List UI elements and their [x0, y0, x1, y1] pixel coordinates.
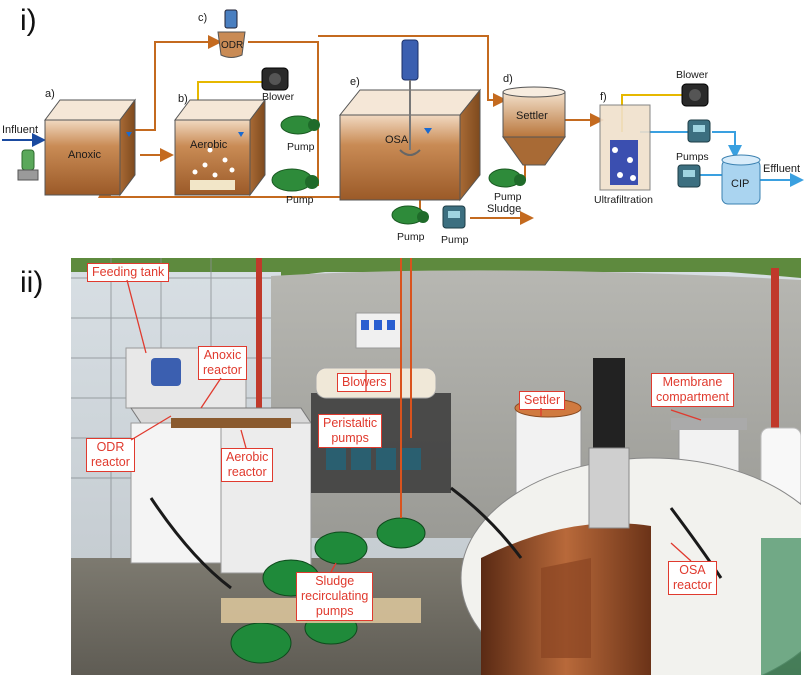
- odr-reactor-line-1: ODR: [96, 440, 125, 454]
- dosing-pump-icon: [442, 205, 466, 229]
- dosing-pump-icon: [677, 164, 701, 188]
- pumps-label: Pumps: [676, 151, 709, 163]
- peristaltic-pumps-line-2: pumps: [331, 431, 369, 445]
- aerobic-reactor-line-2: reactor: [227, 465, 267, 479]
- odr-reactor-label: ODR reactor: [86, 438, 135, 472]
- ultrafiltration-unit: [599, 104, 651, 191]
- feeding-tank-label: Feeding tank: [87, 263, 170, 282]
- membrane-compartment-line-1: Membrane: [662, 375, 723, 389]
- osa-reactor-line-1: OSA: [679, 563, 706, 577]
- step-label-f: f): [600, 91, 607, 103]
- step-label-d: d): [503, 73, 513, 85]
- sludge-label: Sludge: [487, 203, 521, 215]
- odr-vessel: [217, 9, 246, 58]
- plant-photo-illustration: [71, 258, 801, 675]
- sludge-pumps-line-2: recirculating: [301, 589, 369, 603]
- effluent-label: Effluent: [763, 163, 800, 175]
- blowers-label: Blowers: [337, 373, 392, 392]
- process-diagram: a) b) c) d) e) f) Anoxic Aerobic OSA ODR…: [2, 9, 804, 246]
- anoxic-reactor-label: Anoxic reactor: [198, 346, 247, 380]
- aerobic-reactor-label: Aerobic reactor: [221, 448, 274, 482]
- pump-label: Pump: [441, 234, 469, 246]
- osa-tank: [338, 39, 482, 202]
- blower-label: Blower: [262, 91, 295, 103]
- panel-label-ii: ii): [20, 266, 44, 299]
- blower-label: Blower: [676, 69, 709, 81]
- sludge-recirculating-pumps-label: Sludge recirculating pumps: [296, 572, 374, 621]
- anoxic-tank: [44, 98, 136, 197]
- membrane-compartment-label: Membrane compartment: [651, 373, 734, 407]
- aerobic-tank: [174, 98, 266, 197]
- anoxic-label: Anoxic: [68, 149, 102, 161]
- pump-label: Pump: [494, 191, 522, 203]
- settler-label: Settler: [516, 110, 548, 122]
- sludge-pumps-line-3: pumps: [315, 604, 354, 618]
- aerobic-reactor-line-1: Aerobic: [226, 450, 269, 464]
- plant-photo: Feeding tank Anoxic reactor ODR reactor …: [71, 258, 801, 675]
- pump-icon: [488, 168, 526, 188]
- influent-mixer-icon: [17, 149, 39, 181]
- osa-reactor-label: OSA reactor: [668, 561, 717, 595]
- membrane-compartment-line-2: compartment: [656, 390, 729, 404]
- pump-icon: [280, 115, 320, 135]
- pump-label: Pump: [286, 194, 314, 206]
- step-label-c: c): [198, 12, 207, 24]
- odr-reactor-line-2: reactor: [91, 455, 130, 469]
- influent-label: Influent: [2, 124, 38, 136]
- settler-tank: [502, 86, 566, 166]
- step-label-b: b): [178, 93, 188, 105]
- settler-label: Settler: [519, 391, 566, 410]
- step-label-a: a): [45, 88, 55, 100]
- cip-label: CIP: [731, 178, 749, 190]
- peristaltic-pumps-label: Peristaltic pumps: [318, 414, 383, 448]
- blower-icon: [681, 83, 709, 107]
- cip-tank: [721, 154, 761, 205]
- peristaltic-pumps-line-1: Peristaltic: [323, 416, 378, 430]
- blower-icon: [261, 67, 289, 91]
- sludge-pumps-line-1: Sludge: [315, 574, 355, 588]
- aerobic-label: Aerobic: [190, 139, 228, 151]
- step-label-e: e): [350, 76, 360, 88]
- pump-label: Pump: [397, 231, 425, 243]
- osa-reactor-line-2: reactor: [673, 578, 712, 592]
- pump-icon: [391, 205, 429, 225]
- dosing-pump-icon: [687, 119, 711, 143]
- ultrafiltration-label: Ultrafiltration: [594, 194, 653, 206]
- pump-icon: [271, 168, 319, 192]
- anoxic-reactor-line-1: Anoxic: [203, 348, 242, 362]
- anoxic-reactor-line-2: reactor: [203, 363, 242, 377]
- pump-label: Pump: [287, 141, 315, 153]
- odr-label: ODR: [221, 40, 243, 51]
- osa-label: OSA: [385, 134, 409, 146]
- panel-label-i: i): [20, 4, 37, 37]
